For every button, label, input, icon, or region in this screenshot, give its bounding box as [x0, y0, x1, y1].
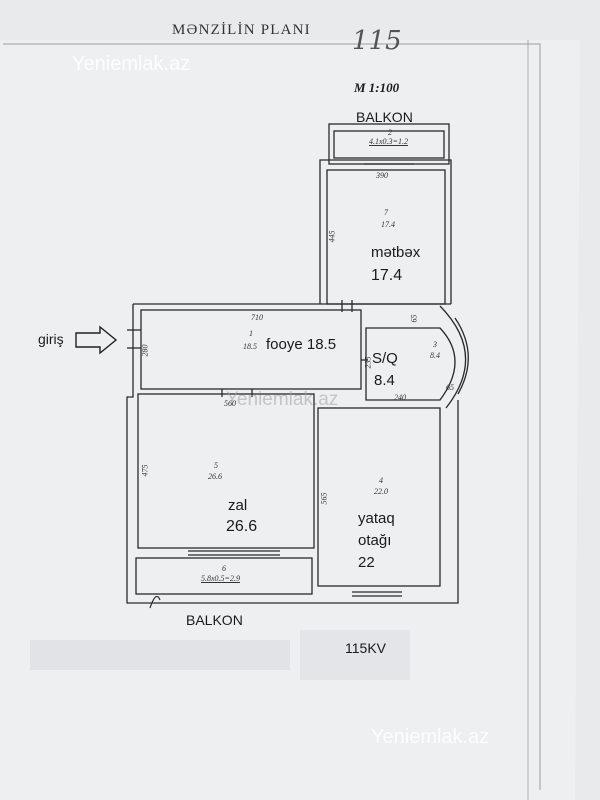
entrance-arrow: [75, 325, 118, 355]
scale-label: M 1:100: [354, 80, 400, 95]
bedroom-inner: [317, 407, 441, 587]
hall-width: 710: [251, 313, 263, 322]
watermark-middle: Yeniemlak.az: [226, 389, 339, 410]
bay-outer: [439, 305, 467, 409]
balcony-top-formula: 4.1x0.3=1.2: [369, 137, 408, 146]
living-num: 5: [214, 461, 218, 470]
kitchen-num: 7: [384, 208, 388, 217]
balcony-top-num: 2: [388, 128, 392, 137]
living-label: zal: [228, 497, 248, 514]
bedroom-area: 22: [358, 554, 375, 571]
bedroom-label-2: otağı: [358, 532, 392, 549]
kitchen-depth: 445: [327, 230, 337, 243]
balcony-bottom-num: 6: [222, 564, 226, 573]
bath-num: 3: [433, 340, 437, 349]
watermark-bottom: Yeniemlak.az: [371, 726, 490, 748]
balcony-bottom-formula: 5.8x0.5=2.9: [201, 574, 240, 583]
hall-depth: 280: [140, 344, 150, 357]
handwritten-number: 115: [352, 26, 402, 56]
outer-left: [126, 304, 459, 604]
kitchen-width: 390: [376, 171, 388, 180]
bath-dim-a: 65: [409, 314, 419, 323]
living-num-area: 26.6: [208, 472, 222, 481]
bedroom-label-1: yataq: [358, 510, 395, 527]
hall-inner: [140, 309, 362, 390]
kitchen-area: 17.4: [371, 267, 403, 284]
balkon-top-label: BALKON: [356, 109, 413, 125]
living-area: 26.6: [226, 518, 258, 535]
watermark-top: Yeniemlak.az: [72, 53, 191, 75]
bath-num-area: 8.4: [430, 351, 440, 360]
bathroom-inner: [365, 327, 456, 401]
entrance-label: giriş: [38, 331, 64, 347]
balkon-bottom-label: BALKON: [186, 612, 243, 628]
plan-title: MƏNZİLİN PLANI: [172, 22, 311, 38]
bed-num: 4: [379, 476, 383, 485]
total-area-label: 115KV: [345, 640, 386, 656]
scan-smudge-2: [300, 630, 410, 680]
paper-sheet: [0, 40, 580, 800]
bed-depth: 565: [319, 492, 329, 505]
paper-border: [3, 43, 541, 790]
top-balcony-inner: [333, 130, 445, 159]
bathroom-label: S/Q: [372, 350, 398, 367]
handwritten-mark: [149, 595, 161, 609]
scan-smudge: [30, 640, 290, 670]
hall-label: fooye 18.5: [266, 336, 337, 353]
living-width: 560: [224, 399, 236, 408]
hall-num-area: 18.5: [243, 342, 257, 351]
bath-width: 240: [394, 393, 406, 402]
hall-num: 1: [249, 329, 253, 338]
kitchen-num-area: 17.4: [381, 220, 395, 229]
bath-dim-c: 235: [363, 356, 373, 369]
bath-dim-b: 65: [446, 383, 454, 392]
bed-num-area: 22.0: [374, 487, 388, 496]
bay-inner: [454, 317, 469, 395]
kitchen-outer-wall: [319, 159, 452, 304]
living-depth: 475: [140, 464, 150, 477]
bathroom-area: 8.4: [374, 372, 395, 389]
kitchen-label: mətbəx: [371, 244, 421, 261]
living-inner: [137, 393, 315, 549]
bottom-balcony-inner: [135, 557, 313, 595]
